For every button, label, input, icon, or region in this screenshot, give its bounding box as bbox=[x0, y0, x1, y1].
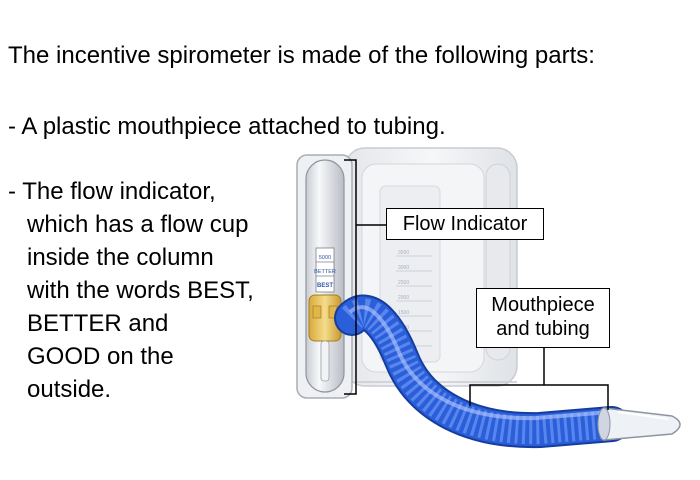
bullet-line: inside the column bbox=[27, 244, 214, 271]
scale-label: 1500 bbox=[398, 310, 409, 316]
bullet-mouthpiece: - A plastic mouthpiece attached to tubin… bbox=[8, 113, 446, 140]
callout-leaders bbox=[344, 159, 609, 410]
scale-label: 2000 bbox=[398, 295, 409, 301]
bullet-line: which has a flow cup bbox=[27, 211, 249, 238]
bullet-line: GOOD on the bbox=[27, 343, 174, 370]
intro-heading: The incentive spirometer is made of the … bbox=[8, 42, 595, 69]
scale-label: 3500 bbox=[398, 250, 409, 256]
bullet-flow-indicator: - The flow indicator, which has a flow c… bbox=[8, 178, 254, 409]
flow-indicator-label: Flow Indicator bbox=[386, 208, 544, 240]
flow-cup bbox=[308, 294, 342, 382]
mouthpiece-label: Mouthpiece and tubing bbox=[476, 288, 610, 348]
scale-label: 3000 bbox=[398, 265, 409, 271]
bullet-line: BETTER and bbox=[27, 310, 169, 337]
blue-tubing bbox=[334, 294, 630, 449]
bullet-line: - The flow indicator, bbox=[8, 178, 216, 205]
bullet-line: with the words BEST, bbox=[27, 277, 254, 304]
scale-label: 2500 bbox=[398, 280, 409, 286]
device-body bbox=[344, 147, 518, 387]
bullet-line: outside. bbox=[27, 376, 112, 403]
column-mark-top: 5000 bbox=[319, 255, 331, 261]
mouthpiece bbox=[597, 407, 681, 441]
column-mark-best: BEST bbox=[317, 283, 333, 289]
column-mark-better: BETTER bbox=[314, 269, 336, 275]
mouthpiece-label-line2: and tubing bbox=[496, 318, 590, 340]
mouthpiece-label-line1: Mouthpiece bbox=[491, 294, 595, 316]
